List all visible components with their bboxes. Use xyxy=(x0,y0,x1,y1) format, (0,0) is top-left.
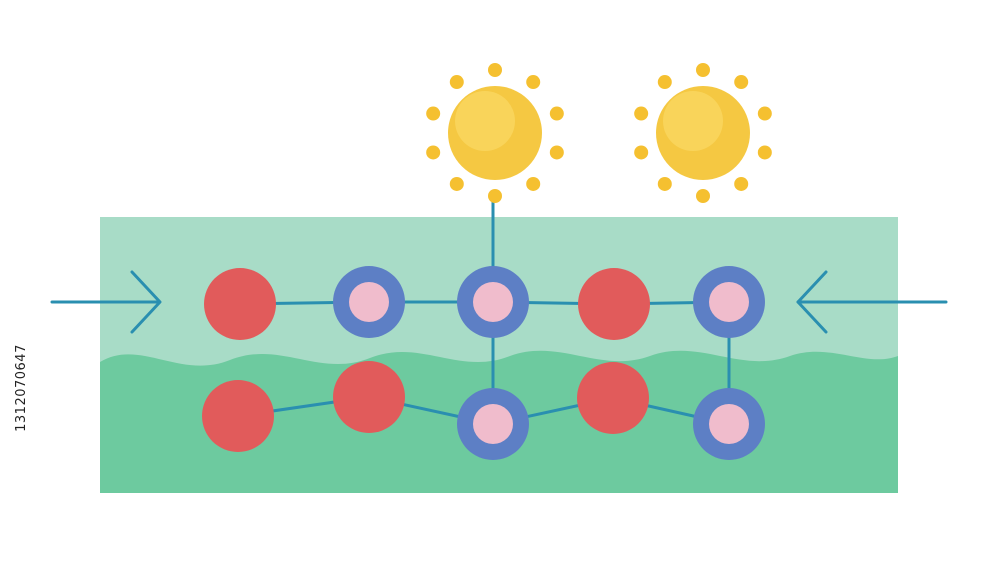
sun-ray xyxy=(696,63,710,77)
solid-node xyxy=(577,362,649,434)
sun-ray xyxy=(549,145,564,160)
node-core xyxy=(473,404,513,444)
node-core xyxy=(473,282,513,322)
ringed-node xyxy=(333,266,405,338)
sun-ray xyxy=(757,145,772,160)
sun-ray xyxy=(449,176,464,191)
sun-highlight xyxy=(455,91,515,151)
sun-ray xyxy=(696,189,710,203)
solid-node xyxy=(204,268,276,340)
node-core xyxy=(349,282,389,322)
watermark-id-text: 1312070647 xyxy=(14,344,29,432)
sun-ray xyxy=(426,145,441,160)
right-arrow-icon xyxy=(50,270,162,334)
sun-ray xyxy=(657,75,672,90)
solid-node xyxy=(333,361,405,433)
sun-ray xyxy=(549,106,564,121)
solid-node xyxy=(578,268,650,340)
sun-ray xyxy=(634,145,649,160)
sun-ray xyxy=(449,75,464,90)
nodes xyxy=(202,266,765,460)
node-core xyxy=(709,282,749,322)
ringed-node xyxy=(457,266,529,338)
sun-ray xyxy=(526,176,541,191)
sun-ray xyxy=(657,176,672,191)
sun-ray xyxy=(488,189,502,203)
node-core xyxy=(709,404,749,444)
sun-highlight xyxy=(663,91,723,151)
sun-ray xyxy=(734,176,749,191)
sun-icon xyxy=(634,63,772,203)
ringed-node xyxy=(693,388,765,460)
sun-icon xyxy=(426,63,564,203)
sun-ray xyxy=(757,106,772,121)
sun-ray xyxy=(426,106,441,121)
sun-ray xyxy=(734,75,749,90)
sun-ray xyxy=(488,63,502,77)
ringed-node xyxy=(457,388,529,460)
solid-node xyxy=(202,380,274,452)
sun-ray xyxy=(634,106,649,121)
suns xyxy=(426,63,772,203)
sun-ray xyxy=(526,75,541,90)
left-arrow-icon xyxy=(796,270,948,334)
ringed-node xyxy=(693,266,765,338)
